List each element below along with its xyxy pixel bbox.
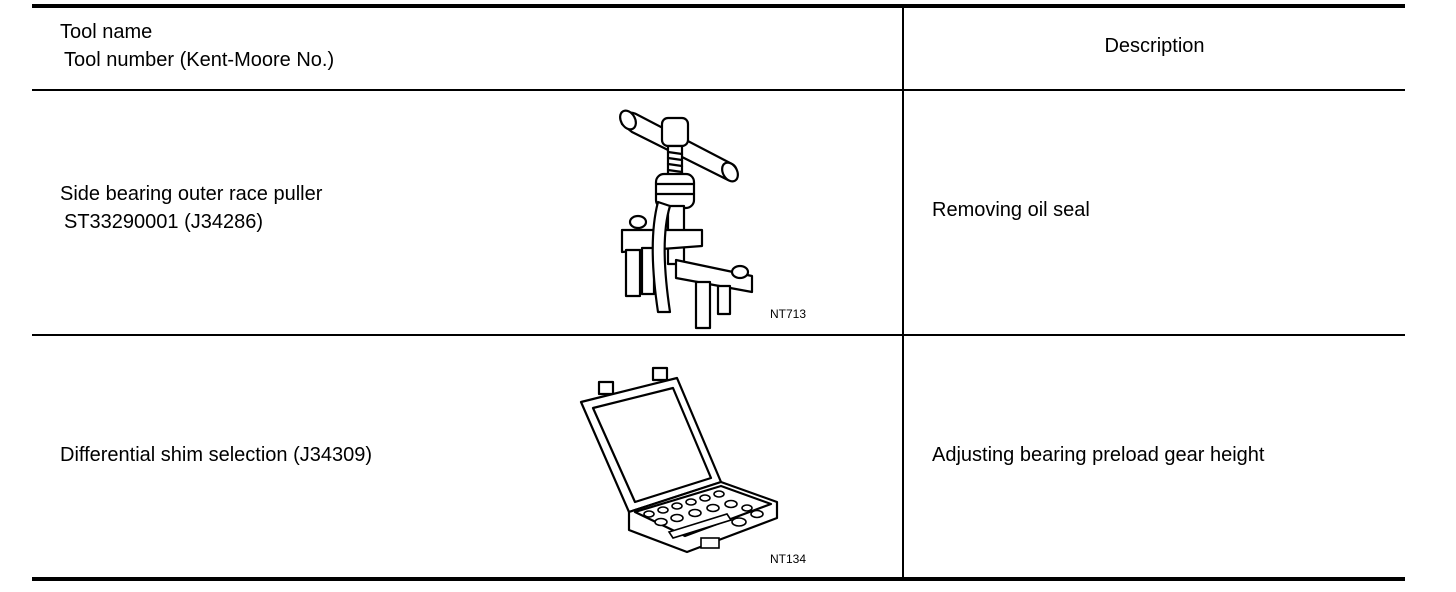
tool-number: ST33290001 (J34286): [64, 211, 264, 233]
table-bottom-rule: [32, 577, 1405, 581]
header-tool-number-label: Tool number (Kent-Moore No.): [64, 49, 335, 71]
table-top-rule: [32, 4, 1405, 8]
figure-label: NT713: [770, 307, 807, 321]
figure-label: NT134: [770, 552, 807, 566]
header-tool-name-label: Tool name: [60, 21, 153, 43]
table-row: Side bearing outer race puller ST3329000…: [60, 180, 322, 236]
header-divider: [32, 89, 1405, 91]
special-tools-table: Tool name Tool number (Kent-Moore No.) D…: [32, 4, 1405, 582]
row-divider: [32, 334, 1405, 336]
description: Removing oil seal: [932, 199, 1090, 221]
column-divider: [902, 8, 904, 577]
header-description: Description: [1104, 35, 1205, 57]
puller-tool-illustration-icon: [619, 109, 754, 330]
table-row: Differential shim selection (J34309): [60, 441, 372, 469]
tool-name: Side bearing outer race puller: [60, 183, 323, 205]
tool-name: Differential shim selection (J34309): [60, 444, 373, 466]
shim-kit-case-illustration-icon: [579, 366, 779, 554]
description: Adjusting bearing preload gear height: [932, 444, 1265, 466]
header-tool-name: Tool name Tool number (Kent-Moore No.): [60, 18, 334, 74]
